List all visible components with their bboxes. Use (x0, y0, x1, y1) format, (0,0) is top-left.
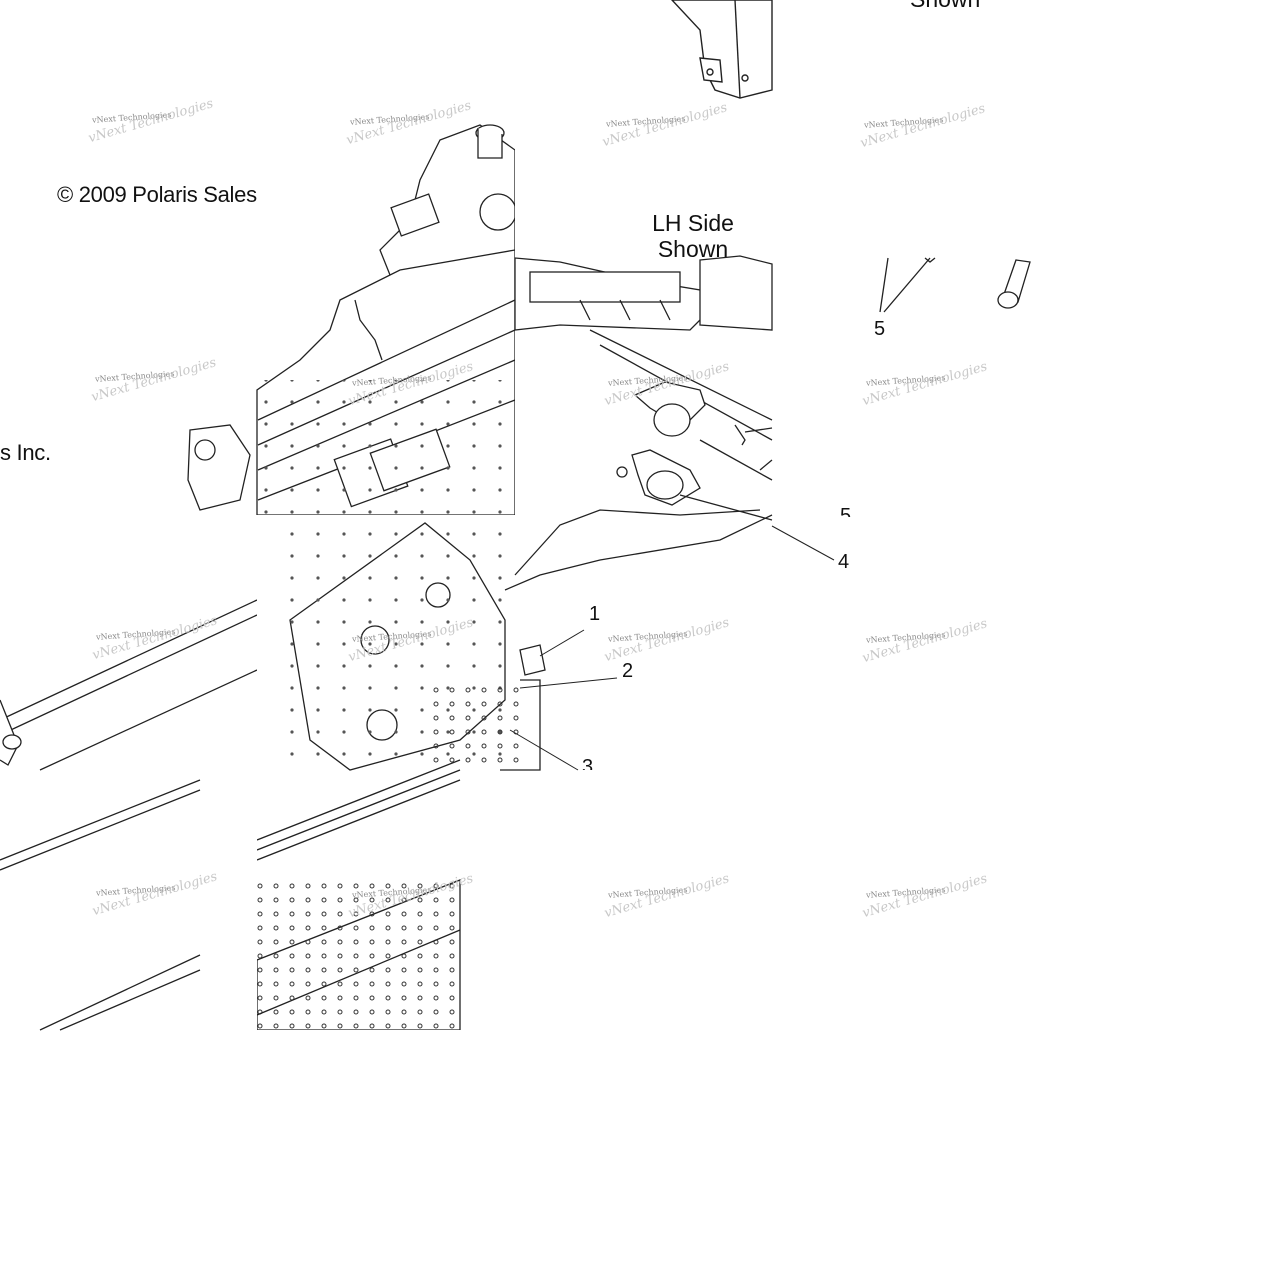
callout-3: 3 (582, 756, 594, 770)
tunnel-lower (0, 779, 201, 1031)
bulkhead-plate (257, 515, 515, 1030)
lh-side-assembly (514, 255, 773, 521)
callout-5-partial: 5 (840, 505, 852, 517)
spring-pins (879, 257, 1031, 313)
view-label-lh-side: LH Side Shown (645, 210, 741, 262)
callout-1: 1 (589, 603, 601, 625)
callout-4: 4 (838, 551, 850, 573)
view-label-lh-line2: Shown (657, 236, 729, 262)
frame-bracket-top (671, 0, 773, 99)
callout-2: 2 (622, 660, 634, 682)
copyright-line2: s Inc. (0, 440, 51, 465)
tunnel-rails (0, 515, 258, 771)
chassis-upper (187, 124, 515, 515)
view-label-lh-line1: LH Side (652, 210, 734, 236)
view-label-top: Shown (910, 0, 980, 12)
running-board (425, 509, 773, 771)
leader-lines (509, 525, 835, 771)
copyright-line1: © 2009 Polaris Sales (57, 182, 257, 207)
callout-5: 5 (874, 318, 886, 340)
